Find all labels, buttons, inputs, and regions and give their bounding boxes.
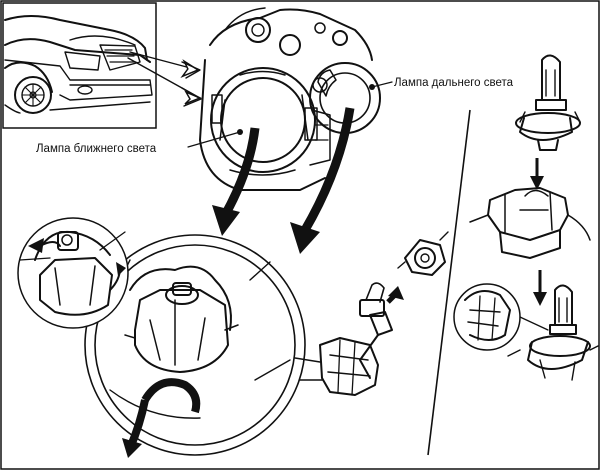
h7-bulb-bottom: [507, 284, 599, 381]
bulb-socket-closeup: [84, 234, 306, 458]
car-inset-frame: [2, 2, 157, 129]
label-high-beam: Лампа дальнего света: [394, 77, 514, 89]
headlamp-assembly-rear: [187, 7, 393, 191]
label-low-beam: Лампа ближнего света: [36, 143, 157, 155]
h7-bulb-top: [515, 54, 581, 151]
car-callout-arrows: [127, 51, 202, 107]
right-clip-detail-inset: [453, 283, 549, 351]
separate-bulb: [397, 231, 449, 276]
socket-rotation-inset: [17, 217, 129, 329]
section-divider: [427, 109, 471, 456]
right-arrow-down-2: [533, 270, 547, 306]
right-socket-holder: [469, 187, 591, 259]
right-arrow-down-1: [530, 158, 544, 190]
removal-arrows: [212, 107, 355, 254]
car-front-inset: [2, 2, 157, 129]
bulb-with-socket: [294, 282, 404, 396]
